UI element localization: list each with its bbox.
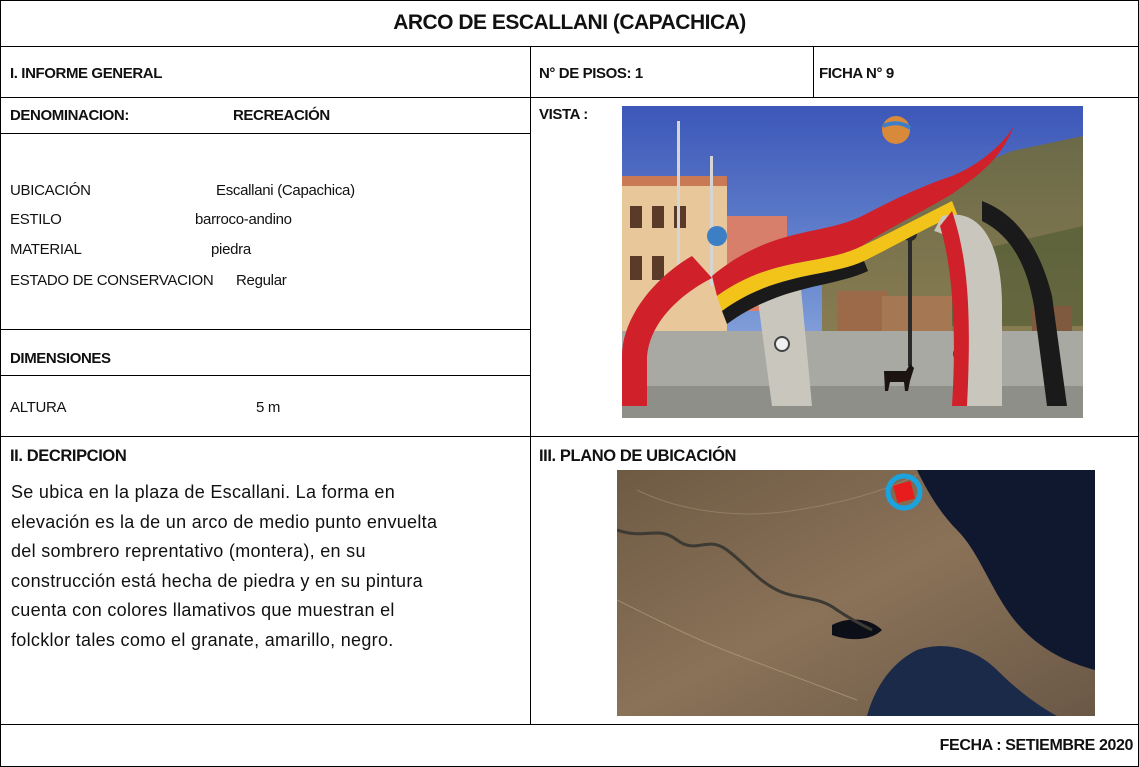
height-label: ALTURA [10,399,67,416]
map-pin-icon [885,473,923,511]
arch-photo [622,106,1083,418]
field-label: MATERIAL [10,241,82,258]
page-title: ARCO DE ESCALLANI (CAPACHICA) [393,11,746,34]
divider [1,724,1138,725]
description-line: construcción está hecha de piedra y en s… [11,570,423,591]
divider [1,97,1138,98]
divider [1,133,530,134]
field-value: piedra [211,241,251,258]
description-line: elevación es la de un arco de medio punt… [11,511,438,532]
description-line: del sombrero reprentativo (montera), en … [11,541,366,561]
floors-count: N° DE PISOS: 1 [539,65,643,82]
location-plan-title: III. PLANO DE UBICACIÓN [539,447,737,465]
description-line: cuenta con colores llamativos que muestr… [11,600,395,620]
field-label: UBICACIÓN [10,182,91,199]
field-value: Regular [236,272,287,289]
date-label: FECHA : SETIEMBRE 2020 [939,737,1134,754]
description-body: Se ubica en la plaza de Escallani. La fo… [11,478,526,655]
description-title: II. DECRIPCION [10,447,127,465]
divider [530,46,531,724]
denomination-label: DENOMINACION: [10,107,129,124]
description-line: folcklor tales como el granate, amarillo… [11,629,394,650]
divider [1,436,1138,437]
dimensions-title: DIMENSIONES [10,350,111,367]
height-value: 5 m [256,399,281,416]
location-map [617,470,1095,716]
sheet-number: FICHA N° 9 [819,65,894,82]
field-label: ESTILO [10,211,62,228]
field-value: barroco-andino [195,211,292,228]
view-label: VISTA : [539,106,588,123]
description-line: Se ubica en la plaza de Escallani. La fo… [11,482,396,502]
denomination-value: RECREACIÓN [233,107,330,124]
divider [1,329,530,330]
divider [1,46,1138,47]
field-value: Escallani (Capachica) [216,182,355,199]
field-label: ESTADO DE CONSERVACION [10,272,214,289]
divider [813,46,814,97]
section-general-title: I. INFORME GENERAL [10,65,162,82]
divider [1,375,530,376]
